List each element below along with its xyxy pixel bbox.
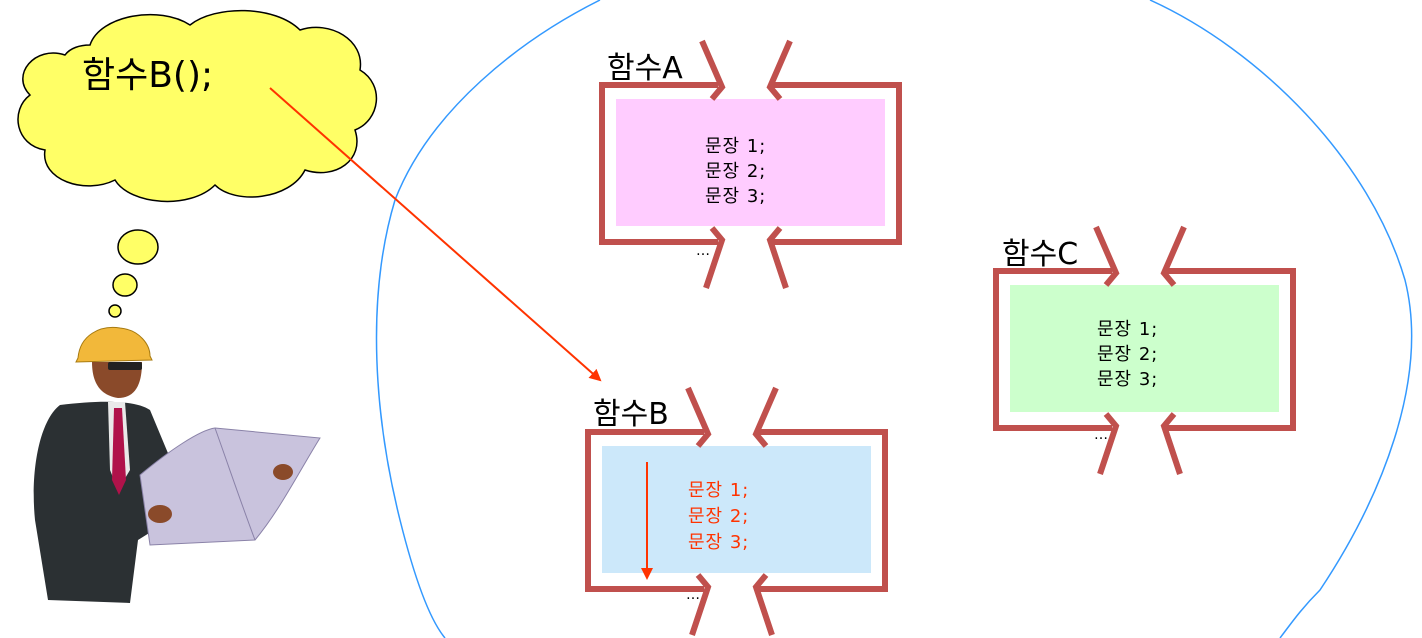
function-b-gate-bottom-right <box>752 573 775 636</box>
function-c-statement-1: 문장 1; <box>1097 319 1159 340</box>
function-c-title: 함수C <box>1002 237 1079 272</box>
function-a-statement-3: 문장 3; <box>705 186 767 207</box>
function-b-statement-2: 문장 2; <box>688 506 750 527</box>
suit <box>33 401 175 603</box>
function-a-border <box>599 82 902 245</box>
tie <box>112 408 126 495</box>
function-c-border <box>993 268 1296 431</box>
function-c-gate-bottom-left <box>1097 412 1120 475</box>
thought-bubble-medium <box>112 273 138 297</box>
function-c-statement-2: 문장 2; <box>1097 344 1159 365</box>
function-c-gate-top-right <box>1160 225 1187 287</box>
function-a-gate-top-right <box>766 39 793 101</box>
hard-hat <box>75 326 153 363</box>
function-a-statement-1: 문장 1; <box>705 136 767 157</box>
function-c-ellipsis: … <box>1094 427 1108 443</box>
function-b-statement-1: 문장 1; <box>688 480 750 501</box>
call-arrow <box>269 87 602 382</box>
cloud-shape <box>17 9 377 203</box>
thought-bubble-small <box>108 304 122 318</box>
function-b-ellipsis: … <box>686 587 700 603</box>
engineer-figure <box>33 326 321 603</box>
function-a-statement-2: 문장 2; <box>705 161 767 182</box>
function-c-statement-3: 문장 3; <box>1097 369 1159 390</box>
function-c-body <box>1010 285 1279 412</box>
function-a-ellipsis: … <box>696 243 710 259</box>
function-a-frame <box>599 39 902 289</box>
right-hand <box>273 464 293 480</box>
blueprint-fold <box>214 427 256 541</box>
function-a-title: 함수A <box>607 51 683 86</box>
function-a-gate-bottom-left <box>703 226 726 289</box>
function-a-body <box>616 99 885 226</box>
function-a-gate-bottom-right <box>766 226 789 289</box>
left-hand <box>148 505 172 523</box>
function-c-gate-bottom-right <box>1160 412 1183 475</box>
function-b-gate-top-left <box>685 386 712 448</box>
function-b-border <box>585 429 888 592</box>
function-b-gate-bottom-left <box>689 573 712 636</box>
thought-text: 함수B(); <box>82 55 214 96</box>
function-b-title: 함수B <box>593 397 669 432</box>
glasses <box>108 362 142 370</box>
program-boundary <box>375 0 1413 638</box>
function-b-statement-3: 문장 3; <box>688 532 750 553</box>
function-a-gate-top-left <box>699 39 726 101</box>
function-c-frame <box>993 225 1296 475</box>
function-c-gate-top-left <box>1093 225 1120 287</box>
head <box>92 362 142 398</box>
thought-bubble-large <box>117 229 159 265</box>
function-b-gate-top-right <box>752 386 779 448</box>
thought-cloud <box>17 9 377 318</box>
blueprint <box>139 427 321 546</box>
